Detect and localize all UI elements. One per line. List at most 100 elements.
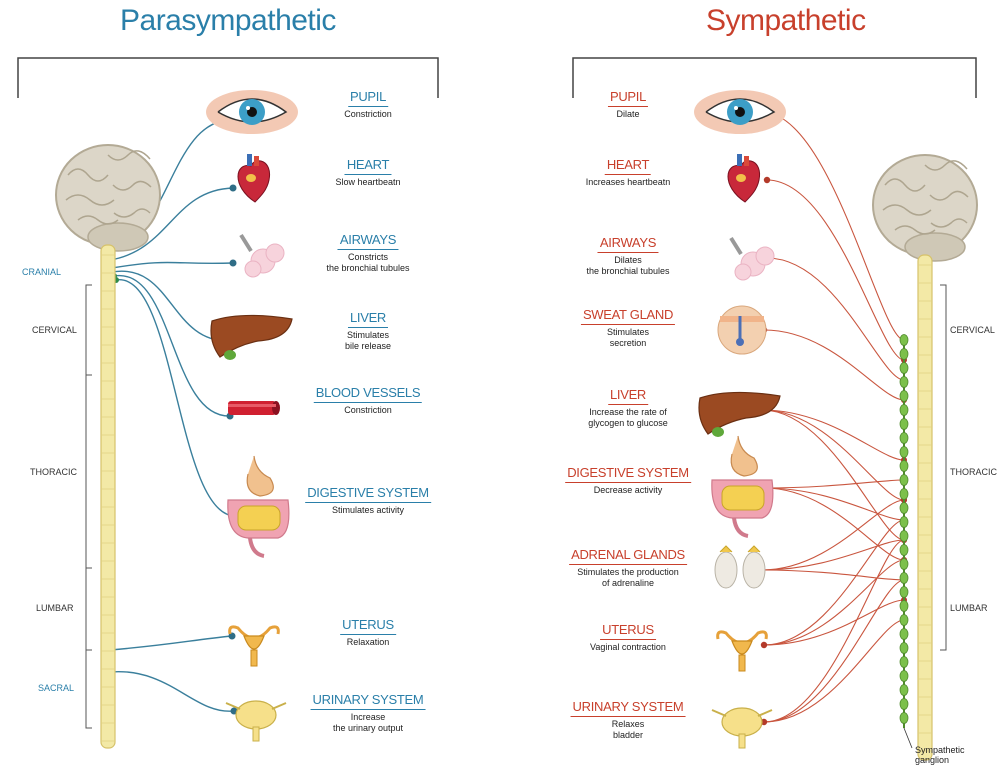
region-cranial: CRANIAL [22, 267, 61, 277]
para-nerve [110, 636, 232, 650]
para-organ-name: URINARY SYSTEM [311, 692, 426, 710]
sympathetic-ganglion-label: Sympathetic ganglion [915, 745, 965, 765]
symp-nerve [762, 570, 904, 580]
para-organ-name: UTERUS [340, 617, 396, 635]
symp-region-cervical: CERVICAL [950, 325, 995, 335]
sympathetic-title: Sympathetic [706, 4, 866, 38]
symp-nerve [767, 258, 904, 380]
symp-nerve [764, 600, 904, 645]
symp-region-lumbar: LUMBAR [950, 603, 988, 613]
digestive-icon [712, 436, 773, 536]
symp-brain-icon [873, 155, 977, 261]
symp-organ-effect: Dilate [608, 109, 648, 120]
bladder-icon [226, 701, 286, 741]
para-brain-icon [56, 145, 160, 251]
symp-organ-effect: Vaginal contraction [590, 642, 666, 653]
parasympathetic-title: Parasympathetic [120, 4, 336, 38]
symp-organ-effect: Stimulates the production of adrenaline [569, 567, 687, 589]
symp-organ-label: PUPIL Dilate [608, 88, 648, 120]
para-nerve [116, 280, 236, 516]
blood-vessel-icon [228, 401, 280, 415]
symp-organ-name: LIVER [608, 387, 648, 405]
symp-organ-name: URINARY SYSTEM [571, 699, 686, 717]
symp-organ-name: SWEAT GLAND [581, 307, 675, 325]
symp-nerve [764, 560, 904, 645]
symp-target-node [764, 177, 770, 183]
symp-organ-name: HEART [605, 157, 651, 175]
symp-organ-label: AIRWAYS Dilates the bronchial tubules [586, 234, 669, 277]
heart-icon [728, 154, 760, 202]
para-organ-effect: Constriction [344, 109, 392, 120]
liver-icon [699, 392, 780, 437]
para-nerve [110, 672, 234, 712]
symp-organ-name: UTERUS [600, 622, 656, 640]
symp-spinal-cord [918, 255, 932, 760]
symp-organ-effect: Relaxes bladder [571, 719, 686, 741]
digestive-icon [228, 456, 289, 556]
region-lumbar: LUMBAR [36, 603, 74, 613]
para-nerve-node [230, 185, 237, 192]
para-nerve-node [230, 260, 237, 267]
symp-organ-effect: Increase the rate of glycogen to glucose [588, 407, 668, 429]
para-organ-effect: Constricts the bronchial tubules [326, 252, 409, 274]
sweat-gland-icon [718, 306, 766, 354]
symp-nerve [764, 520, 904, 645]
symp-organ-label: URINARY SYSTEM Relaxes bladder [571, 698, 686, 741]
symp-organ-name: DIGESTIVE SYSTEM [565, 465, 691, 483]
para-organ-label: PUPILConstriction [344, 88, 392, 120]
para-nerve [114, 276, 230, 416]
eye-icon [206, 90, 298, 134]
symp-nerve [762, 410, 904, 500]
symp-region-thoracic: THORACIC [950, 467, 997, 477]
symp-nerve [764, 580, 904, 722]
airways-icon [731, 238, 774, 280]
para-organ-effect: Slow heartbeatn [335, 177, 400, 188]
symp-organ-name: ADRENAL GLANDS [569, 547, 687, 565]
symp-organ-label: ADRENAL GLANDS Stimulates the production … [569, 546, 687, 589]
adrenal-icon [715, 546, 765, 588]
para-region-bracket [86, 285, 92, 728]
symp-nerve [764, 488, 904, 520]
symp-organ-effect: Dilates the bronchial tubules [586, 255, 669, 277]
para-organ-effect: Stimulates bile release [345, 330, 391, 352]
para-organ-label: LIVER Stimulates bile release [345, 309, 391, 352]
symp-organ-effect: Increases heartbeatn [586, 177, 671, 188]
para-organ-name: HEART [345, 157, 391, 175]
para-organ-name: LIVER [348, 310, 388, 328]
symp-organ-effect: Stimulates secretion [581, 327, 675, 349]
para-organ-label: HEART Slow heartbeatn [335, 156, 400, 188]
para-organ-label: DIGESTIVE SYSTEM Stimulates activity [305, 484, 431, 516]
para-organ-effect: Stimulates activity [305, 505, 431, 516]
symp-nerve [764, 620, 904, 722]
region-sacral: SACRAL [38, 683, 74, 693]
symp-organ-label: SWEAT GLAND Stimulates secretion [581, 306, 675, 349]
symp-target-node [761, 642, 767, 648]
symp-nerve [762, 540, 904, 570]
para-organ-name: DIGESTIVE SYSTEM [305, 485, 431, 503]
liver-icon [211, 315, 292, 360]
symp-organ-name: PUPIL [608, 89, 648, 107]
para-spinal-cord [101, 245, 115, 748]
para-organ-effect: Constriction [314, 405, 422, 416]
symp-organ-label: HEART Increases heartbeatn [586, 156, 671, 188]
symp-region-bracket [940, 285, 946, 650]
para-organ-effect: Relaxation [340, 637, 396, 648]
uterus-icon [718, 632, 767, 671]
region-thoracic: THORACIC [30, 467, 77, 477]
para-organ-label: AIRWAYS Constricts the bronchial tubules [326, 231, 409, 274]
symp-organ-name: AIRWAYS [598, 235, 658, 253]
airways-icon [241, 235, 284, 277]
symp-organ-label: UTERUS Vaginal contraction [590, 621, 666, 653]
uterus-icon [230, 627, 279, 666]
para-nerve [112, 262, 233, 268]
para-organ-label: UTERUS Relaxation [340, 616, 396, 648]
para-organ-name: AIRWAYS [338, 232, 398, 250]
symp-nerve [764, 330, 904, 400]
eye-icon [694, 90, 786, 134]
region-cervical: CERVICAL [32, 325, 77, 335]
